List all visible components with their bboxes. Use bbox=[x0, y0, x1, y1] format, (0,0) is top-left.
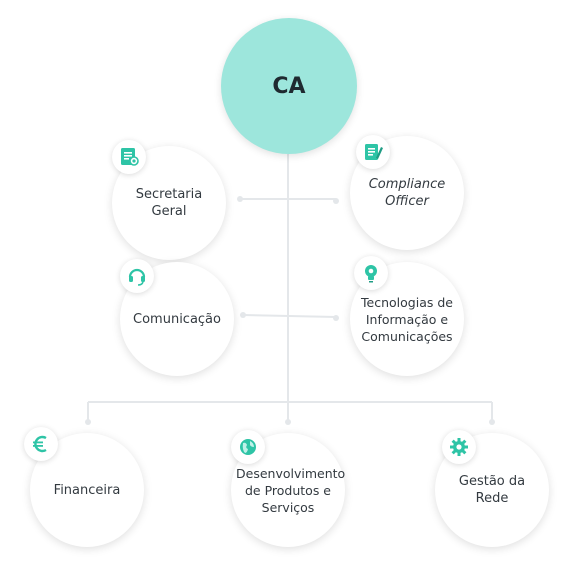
lightbulb-gear-icon bbox=[354, 256, 388, 290]
euro-icon bbox=[24, 427, 58, 461]
node-tecnologias: Tecnologias de Informação e Comunicações bbox=[350, 262, 464, 376]
node-label: Secretaria Geral bbox=[135, 187, 203, 219]
node-label: Comunicação bbox=[133, 311, 221, 327]
node-label: Gestão da Rede bbox=[458, 474, 526, 506]
root-label: CA bbox=[272, 73, 306, 99]
document-stamp-icon bbox=[112, 140, 146, 174]
node-label: Desenvolvimento de Produtos e Serviços bbox=[236, 465, 346, 515]
node-desenvolvimento: Desenvolvimento de Produtos e Serviços bbox=[231, 433, 345, 547]
clipboard-pen-icon bbox=[356, 135, 390, 169]
node-label: Tecnologias de Informação e Comunicações bbox=[361, 294, 453, 344]
globe-icon bbox=[231, 430, 265, 464]
headset-icon bbox=[120, 259, 154, 293]
node-label: Compliance Officer bbox=[368, 177, 446, 209]
node-label: Financeira bbox=[53, 482, 121, 498]
root-node-ca: CA bbox=[221, 18, 357, 154]
gear-icon bbox=[442, 430, 476, 464]
